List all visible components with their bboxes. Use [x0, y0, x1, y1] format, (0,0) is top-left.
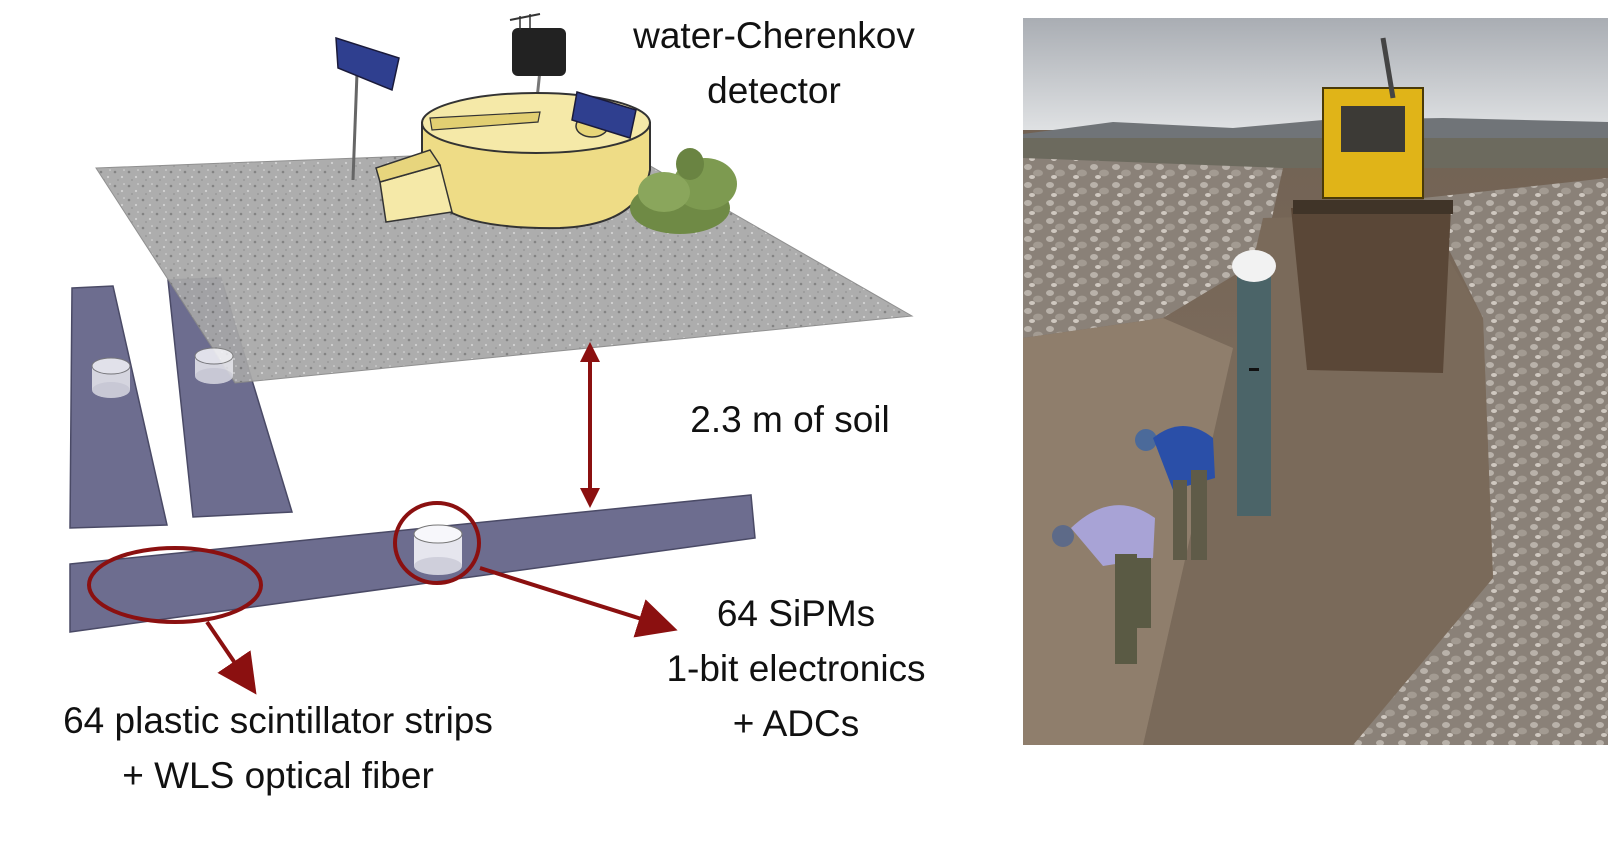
left-stone-bank [1023, 158, 1283, 338]
sipm-label: 64 SiPMs 1-bit electronics + ADCs [666, 593, 926, 744]
right-stone-bank [1353, 178, 1608, 745]
sipm-housing-upper-right [194, 347, 234, 384]
soil-depth-label: 2.3 m of soil [690, 399, 890, 440]
water-cherenkov-tank [375, 91, 651, 230]
sipm-housing-upper-left [91, 357, 131, 398]
sipm-highlight-circle [393, 501, 481, 585]
scintillator-strip-front [69, 494, 756, 633]
detector-schematic [69, 13, 914, 695]
sipm-pointer-arrow [479, 566, 678, 638]
shrub-icon [630, 148, 737, 234]
scintillator-strip-upper-left [69, 285, 168, 529]
field-photo [1023, 18, 1608, 745]
strips-pointer-arrow [205, 620, 257, 695]
strips-label: 64 plastic scintillator strips + WLS opt… [63, 700, 493, 796]
solar-panel-icon [335, 36, 400, 181]
worker-purple [1052, 505, 1155, 664]
marker-pole [1232, 250, 1276, 516]
detector-label: water-Cherenkov detector [633, 15, 915, 111]
strips-highlight-circle [87, 546, 263, 624]
sipm-housing-front [413, 524, 463, 575]
excavator [1291, 37, 1453, 373]
worker-blue [1135, 426, 1215, 560]
